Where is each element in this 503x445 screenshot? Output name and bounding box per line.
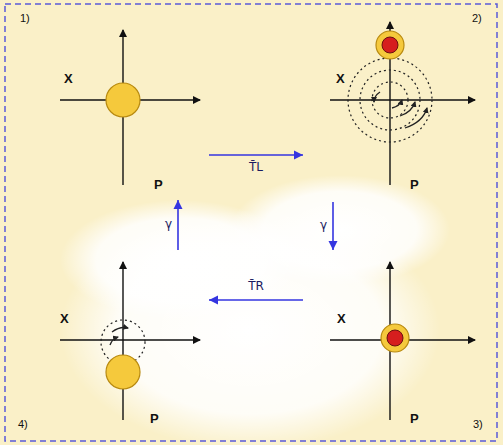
phase-panel: 2) X P bbox=[305, 8, 491, 200]
transition-arrow bbox=[209, 151, 303, 160]
panel-number: 4) bbox=[18, 418, 28, 431]
panel-number: 3) bbox=[473, 418, 483, 431]
transition-label: γ bbox=[320, 219, 327, 233]
axis-label: X bbox=[337, 312, 346, 327]
phase-panel: 1) X P bbox=[12, 8, 207, 198]
axis-label: P bbox=[154, 178, 163, 193]
transition-arrow bbox=[209, 296, 303, 305]
transition-label: γ bbox=[165, 218, 172, 232]
panel-number: 2) bbox=[472, 12, 482, 25]
axis-label: X bbox=[60, 312, 69, 327]
transition-label: T̄R bbox=[248, 280, 264, 294]
axis-label: P bbox=[150, 412, 159, 427]
phase-panel: 3) X P bbox=[305, 252, 491, 438]
transition-arrow bbox=[329, 202, 338, 250]
axis-label: P bbox=[410, 412, 419, 427]
transition-arrow bbox=[174, 200, 183, 250]
panel-number: 1) bbox=[20, 12, 30, 25]
axis-label: X bbox=[64, 72, 73, 87]
phase-panel: 4) X P bbox=[12, 252, 207, 438]
axis-label: P bbox=[410, 178, 419, 193]
transition-label: T̄L bbox=[249, 161, 263, 175]
axis-label: X bbox=[336, 72, 345, 87]
